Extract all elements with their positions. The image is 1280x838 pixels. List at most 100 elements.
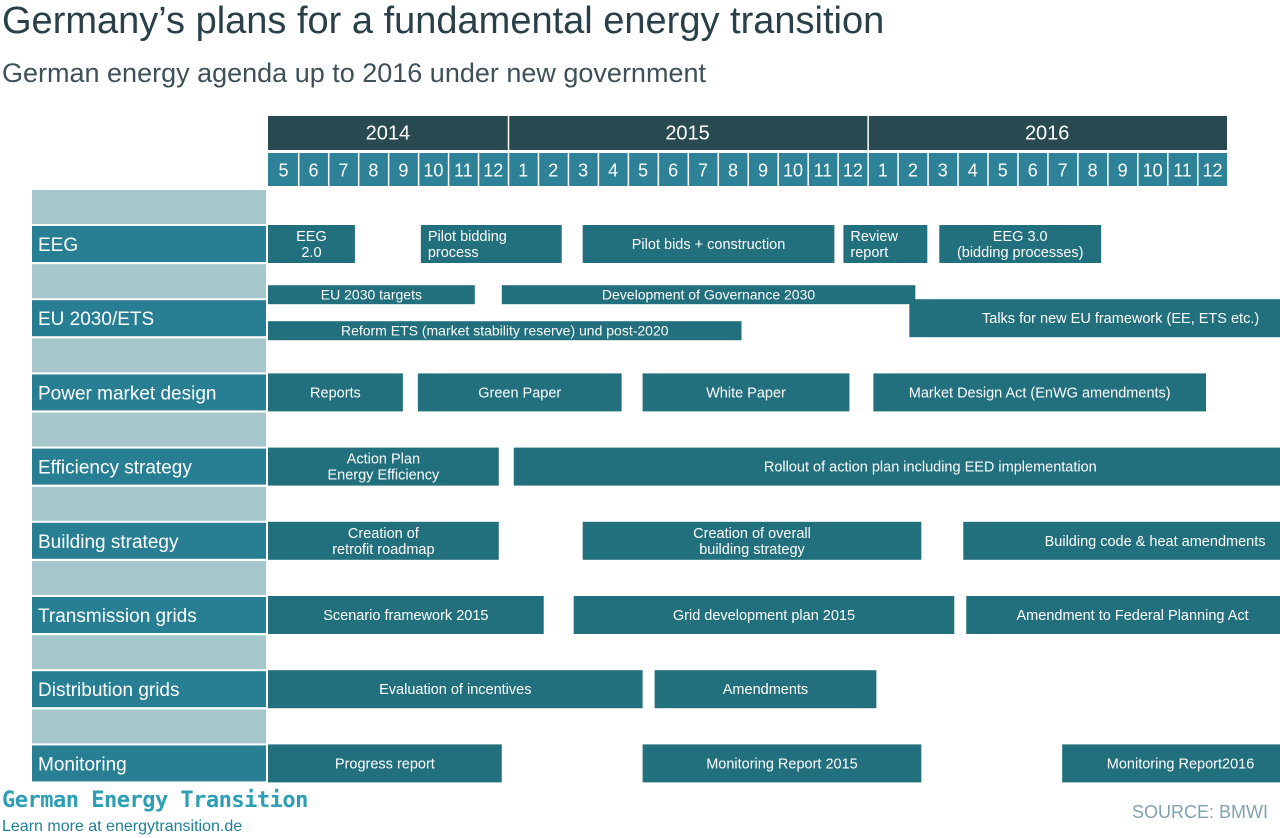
task-label: Amendments — [723, 682, 808, 698]
task-bar — [843, 225, 928, 263]
category-cell — [32, 522, 266, 559]
task-bar — [501, 285, 916, 305]
month-cell — [988, 153, 1018, 186]
row-spacer — [32, 709, 266, 744]
month-cell — [1168, 153, 1198, 186]
task-label: Rollout of action plan including EED imp… — [764, 459, 1097, 475]
month-cell — [1138, 153, 1168, 186]
category-label: Power market design — [38, 383, 216, 404]
task-bar — [966, 596, 1280, 634]
task-bar — [963, 521, 1280, 560]
month-label: 3 — [578, 160, 588, 180]
month-cell — [838, 153, 868, 186]
task-bar — [642, 744, 922, 783]
month-label: 12 — [483, 160, 503, 180]
year-label: 2015 — [665, 122, 710, 144]
task-bar — [268, 447, 499, 486]
month-cell — [719, 153, 748, 186]
task-bar — [909, 299, 1280, 338]
month-label: 9 — [398, 160, 408, 180]
month-label: 11 — [1173, 160, 1192, 180]
month-cell — [569, 153, 598, 186]
month-label: 5 — [638, 160, 648, 180]
month-label: 2 — [908, 160, 918, 180]
row-spacer — [32, 561, 266, 595]
learn-more-link[interactable]: Learn more at energytransition.de — [2, 818, 243, 835]
row-spacer — [32, 635, 266, 670]
category-cell — [32, 226, 266, 262]
category-label: Transmission grids — [38, 606, 197, 627]
task-label: EU 2030 targets — [321, 286, 422, 302]
category-label: Monitoring — [38, 754, 127, 775]
month-cell — [868, 153, 898, 186]
month-label: 12 — [1203, 160, 1223, 180]
month-cell — [359, 153, 388, 186]
task-label: Scenario framework 2015 — [323, 608, 488, 624]
task-bar — [582, 225, 835, 263]
month-label: 1 — [878, 160, 888, 180]
month-cell — [1108, 153, 1138, 186]
month-label: 6 — [668, 160, 678, 180]
category-label: EEG — [38, 235, 78, 256]
year-header-2016 — [868, 116, 1227, 150]
month-label: 4 — [608, 160, 618, 180]
month-label: 6 — [308, 160, 318, 180]
task-label: Monitoring Report 2015 — [706, 756, 858, 772]
month-cell — [808, 153, 838, 186]
month-cell — [659, 153, 688, 186]
month-label: 10 — [1143, 160, 1163, 180]
month-label: 3 — [938, 160, 948, 180]
category-cell — [32, 597, 266, 633]
year-header-2015 — [509, 116, 868, 150]
category-label: Building strategy — [38, 532, 179, 553]
task-bar — [873, 373, 1207, 412]
task-label: Development of Governance 2030 — [602, 286, 815, 302]
row-spacer — [32, 338, 266, 373]
category-label: Distribution grids — [38, 680, 180, 701]
chart-subtitle: German energy agenda up to 2016 under ne… — [2, 58, 706, 88]
year-header-2014 — [268, 116, 508, 150]
row-spacer — [32, 190, 266, 224]
month-label: 7 — [1058, 160, 1068, 180]
month-label: 5 — [998, 160, 1008, 180]
month-cell — [749, 153, 778, 186]
month-label: 8 — [1088, 160, 1098, 180]
task-bar — [268, 285, 475, 305]
category-label: EU 2030/ETS — [38, 309, 154, 330]
month-label: 5 — [278, 160, 288, 180]
task-label: Reports — [310, 385, 361, 401]
month-label: 10 — [783, 160, 803, 180]
month-label: 8 — [728, 160, 738, 180]
month-label: 11 — [454, 160, 473, 180]
task-label: White Paper — [706, 385, 786, 401]
month-label: 4 — [968, 160, 978, 180]
month-cell — [928, 153, 958, 186]
chart-title: Germany’s plans for a fundamental energy… — [2, 0, 885, 42]
month-cell — [329, 153, 358, 186]
month-cell — [1018, 153, 1048, 186]
task-bar — [642, 373, 850, 412]
month-cell — [1198, 153, 1227, 186]
task-label: EEG 3.0(bidding processes) — [957, 229, 1084, 261]
month-label: 9 — [758, 160, 768, 180]
month-cell — [449, 153, 478, 186]
task-label: Talks for new EU framework (EE, ETS etc.… — [982, 311, 1259, 327]
month-cell — [539, 153, 568, 186]
month-cell — [268, 153, 298, 186]
task-bar — [654, 670, 877, 709]
month-label: 7 — [338, 160, 348, 180]
month-cell — [1078, 153, 1108, 186]
task-bar — [939, 225, 1102, 263]
year-label: 2014 — [366, 122, 411, 144]
category-cell — [32, 300, 266, 337]
source-label: SOURCE: BMWI — [1131, 802, 1268, 822]
task-bar — [573, 596, 955, 634]
month-label: 12 — [843, 160, 863, 180]
task-bar — [268, 744, 502, 783]
row-spacer — [32, 264, 266, 299]
